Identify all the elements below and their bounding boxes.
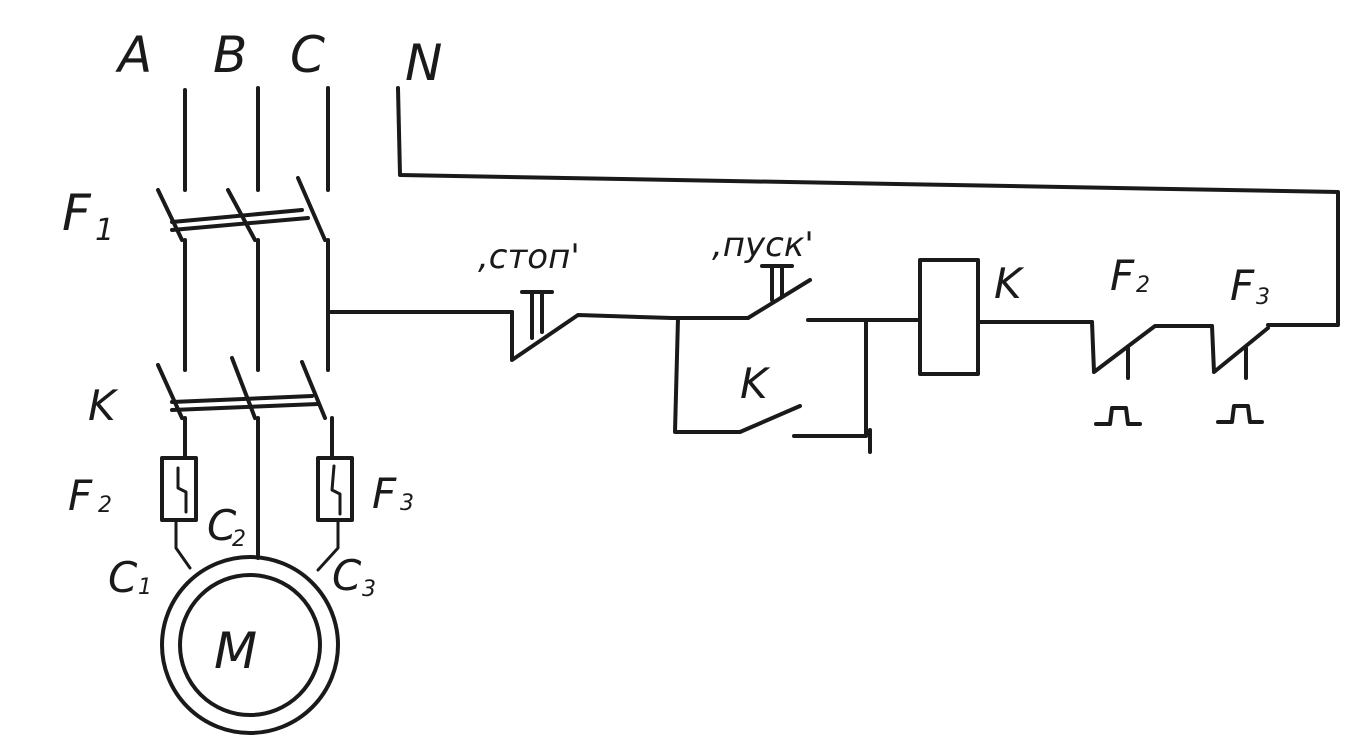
terminal-c1-label: C bbox=[108, 553, 138, 602]
relay-f3-label: F bbox=[1230, 261, 1255, 310]
phase-b-label: B bbox=[213, 26, 247, 84]
hold-contact-k-symbol bbox=[673, 316, 872, 454]
terminal-c2-label: C bbox=[207, 501, 237, 550]
motor-symbol bbox=[160, 555, 340, 735]
thermal-f2-index: 2 bbox=[98, 493, 112, 518]
terminal-c3-label: C bbox=[332, 551, 362, 600]
neutral-line bbox=[396, 86, 1340, 327]
relay-contact-f3-symbol bbox=[1210, 324, 1270, 424]
terminal-c1-index: 1 bbox=[138, 575, 152, 600]
thermal-f3-index: 3 bbox=[400, 491, 414, 516]
breaker-f1-index: 1 bbox=[95, 213, 114, 248]
terminal-c3-index: 3 bbox=[362, 577, 376, 602]
relay-f2-index: 2 bbox=[1136, 273, 1150, 298]
thermal-f2-label: F bbox=[68, 471, 93, 520]
thermal-relay-f2-element bbox=[160, 456, 198, 570]
relay-contact-f2-symbol bbox=[1090, 320, 1214, 426]
phase-lines-top bbox=[183, 86, 330, 192]
coil-k-label: K bbox=[994, 259, 1025, 308]
neutral-label: N bbox=[405, 34, 442, 92]
contactor-k-main-contacts bbox=[156, 356, 334, 560]
thermal-relay-f3-element bbox=[316, 456, 354, 572]
thermal-f3-label: F bbox=[372, 469, 397, 518]
breaker-f1-symbol bbox=[156, 176, 330, 372]
start-button-symbol bbox=[670, 264, 922, 322]
stop-button-label: ,стоп' bbox=[478, 237, 580, 277]
phase-a-label: A bbox=[115, 26, 152, 84]
relay-f3-index: 3 bbox=[1256, 285, 1270, 310]
contactor-k-label: K bbox=[88, 381, 119, 430]
motor-label: M bbox=[214, 622, 257, 680]
coil-k-symbol bbox=[918, 258, 980, 376]
hold-contact-k-label: K bbox=[740, 359, 771, 408]
start-button-label: ,пуск' bbox=[712, 225, 814, 265]
stop-button-symbol bbox=[510, 290, 674, 362]
relay-f2-label: F bbox=[1110, 251, 1135, 300]
phase-c-label: C bbox=[290, 26, 325, 84]
terminal-c2-index: 2 bbox=[232, 527, 246, 552]
breaker-f1-label: F bbox=[62, 184, 92, 242]
